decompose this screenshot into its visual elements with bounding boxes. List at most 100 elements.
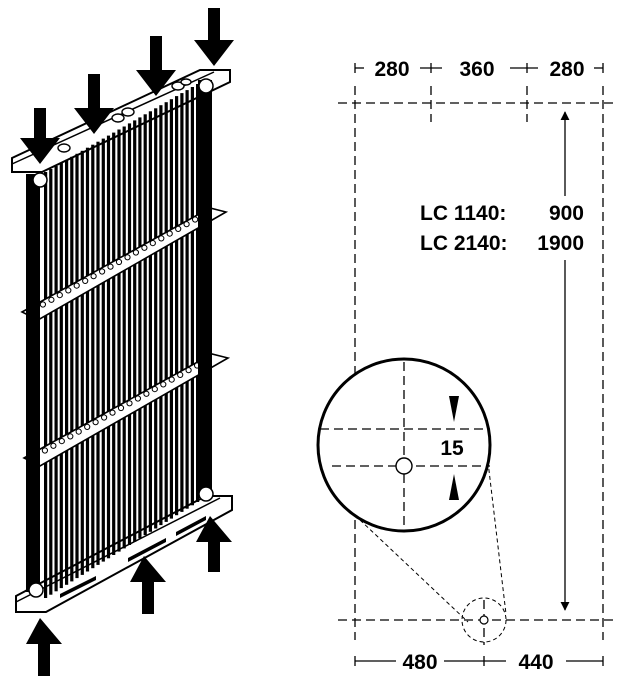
plate-hole [183, 221, 190, 228]
radiator-tube [106, 135, 111, 559]
height-label-value-2: 1900 [537, 232, 584, 255]
plate-hole [56, 292, 63, 299]
plate-hole [141, 244, 148, 251]
plate-hole [58, 438, 65, 445]
plate-hole [160, 381, 167, 388]
plate-hole [115, 258, 123, 266]
anchor-hole [461, 597, 507, 643]
radiator-tube [169, 99, 173, 519]
radiator-tube [154, 108, 158, 529]
radiator-tube [143, 114, 147, 536]
radiator-tube [101, 138, 105, 562]
plate-hole [67, 433, 74, 440]
plate-hole [192, 216, 199, 223]
left-post [26, 174, 40, 592]
radiator-tube [85, 147, 90, 572]
radiator-tube [49, 169, 53, 595]
plate-hole [48, 296, 55, 303]
top-dimension-chain: 280 360 280 [354, 58, 604, 81]
radiator-tube [44, 172, 48, 598]
right-post [198, 80, 212, 498]
plate-hole [99, 268, 106, 275]
plate-hole [39, 301, 47, 308]
support-arrows [26, 516, 232, 676]
plate-hole [143, 390, 150, 397]
plate-hole [90, 273, 97, 280]
radiator-tube [159, 105, 163, 526]
radiator-tube [190, 87, 194, 506]
radiator-illustration [11, 69, 233, 613]
radiator-tube [96, 141, 100, 565]
arrow-down-icon [194, 8, 234, 66]
dim-detail-offset: 15 [440, 437, 464, 460]
plate-hole [84, 423, 91, 430]
radiator-tube [185, 90, 189, 509]
radiator-tube [75, 153, 79, 579]
dim-top-left: 280 [374, 58, 409, 81]
bottom-dimension-chain: 480 440 [354, 651, 604, 674]
radiator-tube [80, 150, 84, 575]
radiator-tube [133, 120, 137, 542]
height-label-value-1: 900 [549, 202, 584, 225]
radiator-tubes [44, 84, 200, 598]
plate-hole [73, 282, 80, 289]
plate-hole [107, 263, 114, 270]
height-labels: LC 1140: 900 LC 2140: 1900 [420, 202, 584, 255]
header-holes [57, 78, 192, 153]
plate-hole [75, 428, 82, 435]
plate-hole [117, 404, 125, 412]
arrow-down-icon [449, 396, 459, 422]
plate-hole [149, 240, 156, 247]
plate-hole [82, 277, 89, 284]
radiator-tube [138, 117, 142, 539]
radiator-tube [117, 129, 121, 552]
radiator-tube [180, 93, 184, 512]
arrow-up-icon [130, 556, 166, 614]
plate-hole [109, 409, 116, 416]
arrow-up-icon [26, 618, 62, 676]
arrow-up-icon [449, 474, 459, 500]
height-label-model-2: LC 2140: [420, 232, 508, 255]
plate-hole [132, 249, 139, 256]
load-arrows [20, 8, 234, 164]
radiator-tube [112, 132, 116, 555]
arrow-down-icon [136, 36, 176, 96]
plate-hole [65, 287, 72, 294]
plate-hole [166, 230, 173, 237]
plate-hole [177, 371, 184, 378]
plate-hole [92, 419, 99, 426]
dim-bottom-right: 440 [518, 651, 553, 674]
radiator-tube [164, 102, 168, 522]
bottom-frame-slots [60, 516, 206, 598]
radiator-tube [122, 126, 126, 549]
arrow-down-icon [20, 108, 60, 164]
plate-hole [168, 376, 175, 383]
arrow-down-icon [74, 74, 114, 134]
plate-hole [151, 386, 158, 393]
plate-hole [101, 414, 108, 421]
radiator-tube [70, 156, 74, 582]
radiator-tube [148, 111, 152, 532]
plate-hole [158, 235, 165, 242]
plate-hole [50, 442, 57, 449]
plate-hole [175, 225, 182, 232]
dim-top-right: 280 [549, 58, 584, 81]
radiator-tube [127, 123, 132, 546]
radiator-tube [54, 165, 58, 592]
radiator-tube [175, 96, 179, 516]
arrow-up-icon [196, 516, 232, 572]
plate-hole [124, 254, 131, 261]
plate-hole [185, 367, 192, 374]
detail-circle: 15 [316, 357, 507, 623]
plate-hole [41, 447, 49, 454]
radiator-tube [65, 159, 69, 585]
height-label-model-1: LC 1140: [420, 202, 506, 225]
radiator-tube [196, 84, 200, 502]
radiator-tube [59, 162, 63, 589]
dim-top-middle: 360 [459, 58, 494, 81]
plate-hole [134, 395, 141, 402]
radiator-tube [91, 144, 95, 569]
dim-bottom-left: 480 [402, 651, 437, 674]
plate-hole [126, 400, 133, 407]
